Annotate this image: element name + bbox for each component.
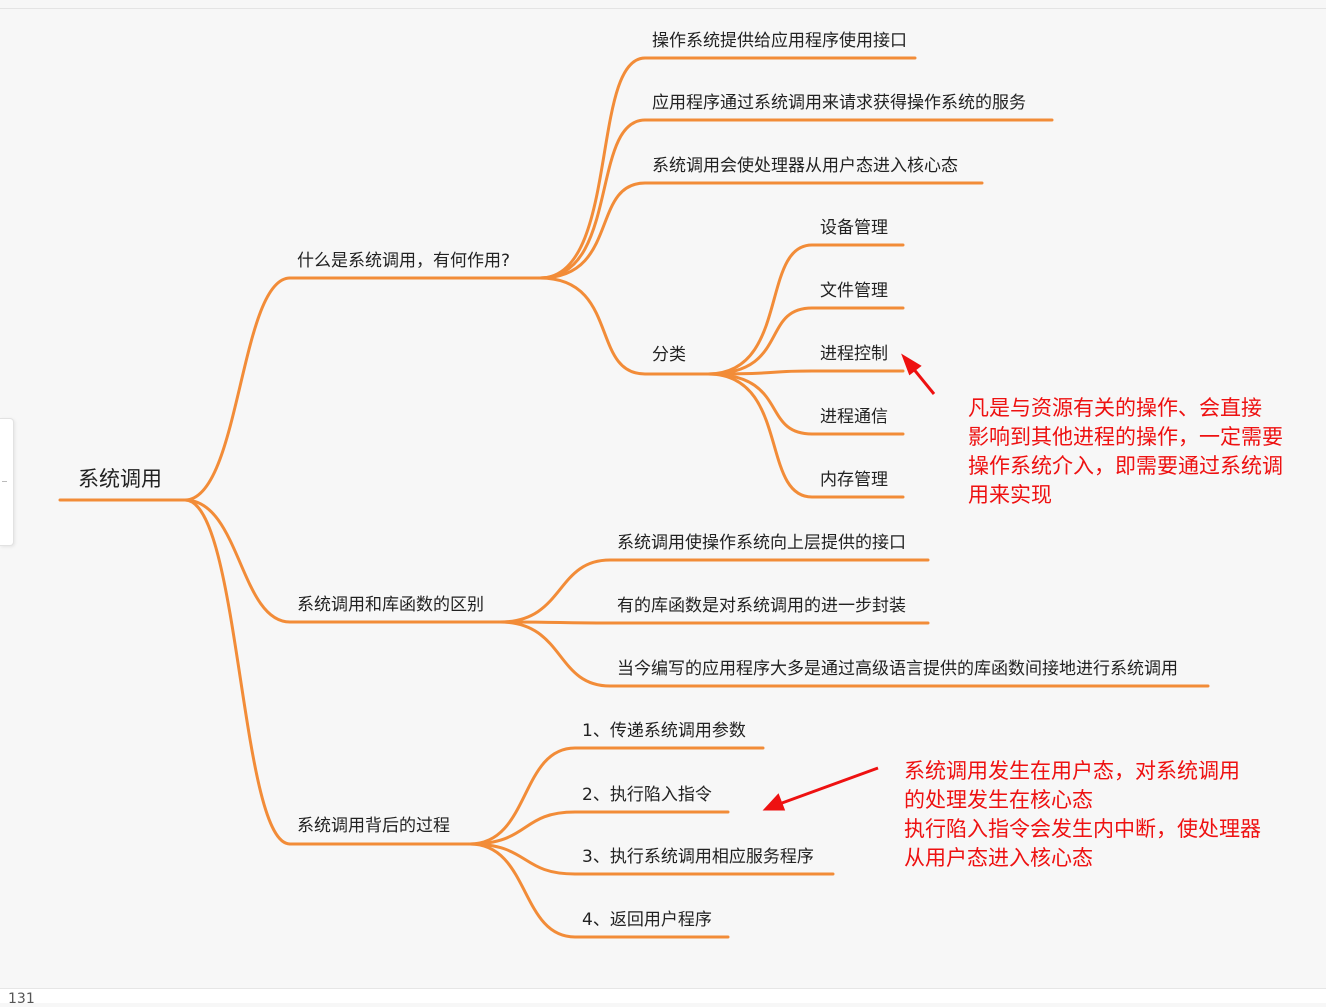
node-category-item[interactable]: 文件管理 [820, 281, 888, 301]
node-what-item[interactable]: 应用程序通过系统调用来请求获得操作系统的服务 [652, 93, 1026, 113]
node-diff-item[interactable]: 有的库函数是对系统调用的进一步封装 [617, 596, 906, 616]
node-process-item[interactable]: 2、执行陷入指令 [582, 785, 712, 805]
annotation-line: 影响到其他进程的操作，一定需要 [968, 425, 1283, 449]
branch-proc-3 [468, 842, 835, 876]
branch-what-category [538, 276, 710, 376]
branch-diff-1 [498, 558, 930, 624]
node-what[interactable]: 什么是系统调用，有何作用? [297, 251, 511, 271]
node-category-item[interactable]: 进程控制 [820, 344, 888, 364]
arrow-1-head [901, 353, 922, 376]
node-category-item[interactable]: 进程通信 [820, 407, 888, 427]
branch-cat-5 [706, 372, 905, 499]
branch-proc-4 [468, 842, 730, 939]
annotation-trap-process: 系统调用发生在用户态，对系统调用 的处理发生在核心态 执行陷入指令会发生内中断，… [904, 757, 1261, 873]
page-number: 131 [8, 991, 35, 1007]
annotation-line: 凡是与资源有关的操作、会直接 [968, 396, 1262, 420]
node-diff[interactable]: 系统调用和库函数的区别 [297, 595, 484, 615]
branch-what-item1 [538, 56, 917, 280]
branch-root-diff [183, 498, 292, 624]
branch-cat-4 [706, 372, 905, 436]
branch-what-item2 [538, 118, 1054, 280]
node-diff-item[interactable]: 当今编写的应用程序大多是通过高级语言提供的库函数间接地进行系统调用 [617, 659, 1178, 679]
node-process-item[interactable]: 3、执行系统调用相应服务程序 [582, 847, 814, 867]
branch-cat-3 [706, 369, 905, 376]
bottom-status-bar [0, 988, 1326, 1003]
branch-proc-2 [468, 810, 730, 846]
branch-cat-2 [706, 306, 905, 376]
node-process-item[interactable]: 4、返回用户程序 [582, 910, 712, 930]
node-what-item[interactable]: 操作系统提供给应用程序使用接口 [652, 31, 907, 51]
branch-diff-3 [498, 620, 1210, 688]
annotation-resource-ops: 凡是与资源有关的操作、会直接 影响到其他进程的操作，一定需要 操作系统介入，即需… [968, 394, 1283, 510]
branch-diff-2 [498, 620, 930, 625]
annotation-line: 系统调用发生在用户态，对系统调用 [904, 759, 1240, 783]
node-process[interactable]: 系统调用背后的过程 [297, 816, 450, 836]
node-process-item[interactable]: 1、传递系统调用参数 [582, 721, 746, 741]
annotation-line: 的处理发生在核心态 [904, 788, 1093, 812]
arrow-2-line [781, 766, 879, 805]
arrow-1-line [910, 366, 936, 395]
node-what-item[interactable]: 系统调用会使处理器从用户态进入核心态 [652, 156, 958, 176]
annotation-line: 从用户态进入核心态 [904, 846, 1093, 870]
node-category-item[interactable]: 设备管理 [820, 218, 888, 238]
annotation-line: 用来实现 [968, 483, 1052, 507]
branch-cat-1 [706, 243, 905, 376]
branch-what-item3 [538, 181, 984, 280]
annotation-line: 执行陷入指令会发生内中断，使处理器 [904, 817, 1261, 841]
branch-proc-1 [468, 746, 765, 846]
arrow-2-head [762, 793, 786, 811]
node-category-item[interactable]: 内存管理 [820, 470, 888, 490]
branch-root-what [183, 276, 292, 502]
collapse-icon [2, 481, 7, 482]
branch-root-process [183, 498, 292, 846]
top-divider [0, 8, 1326, 9]
annotation-line: 操作系统介入，即需要通过系统调 [968, 454, 1283, 478]
node-category[interactable]: 分类 [652, 345, 686, 365]
side-panel-toggle[interactable] [0, 418, 14, 546]
root-node[interactable]: 系统调用 [78, 467, 162, 491]
node-diff-item[interactable]: 系统调用使操作系统向上层提供的接口 [617, 533, 906, 553]
